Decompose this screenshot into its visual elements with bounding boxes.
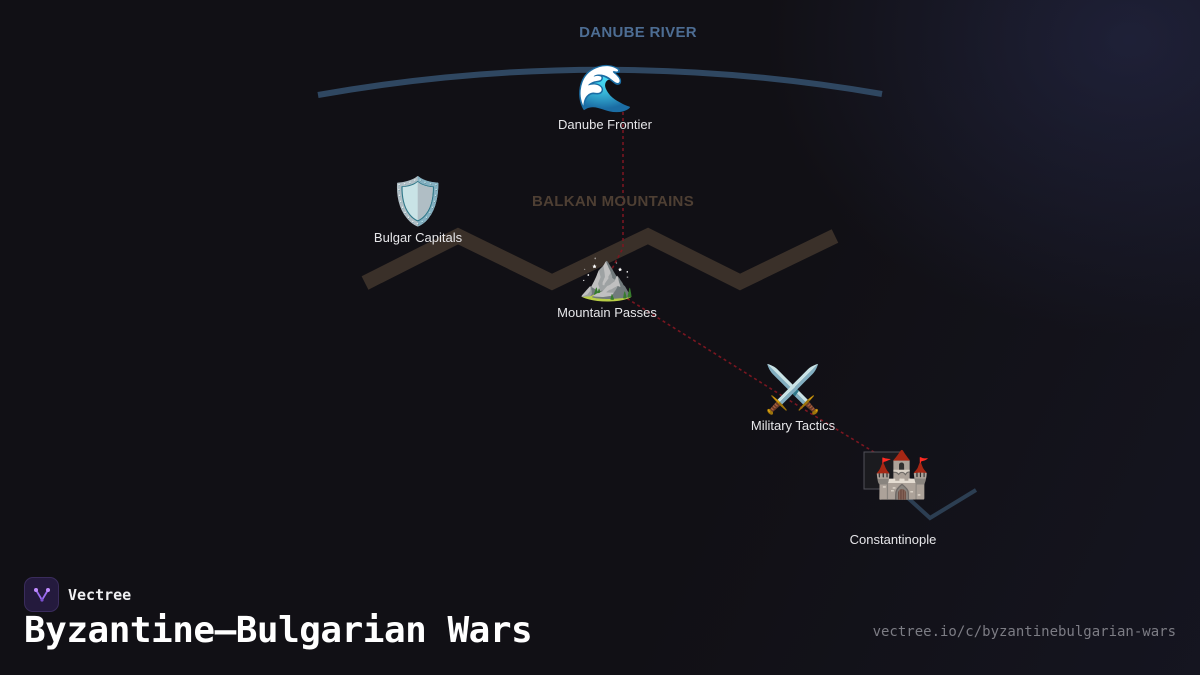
node-constantinople[interactable]: 🏰 Constantinople: [850, 447, 937, 547]
node-bulgar-capitals[interactable]: 🛡️ Bulgar Capitals: [374, 174, 462, 245]
route-line: [602, 112, 901, 469]
brand-name: Vectree: [68, 585, 132, 604]
crossed-swords-icon: ⚔️: [764, 362, 822, 416]
mountain-icon: ⛰️: [578, 249, 636, 303]
node-label: Bulgar Capitals: [373, 230, 463, 245]
node-label: Military Tactics: [750, 418, 836, 433]
city-wall-block: [863, 451, 901, 490]
vectree-logo-icon: [24, 577, 59, 612]
castle-icon: 🏰: [873, 447, 931, 501]
brand[interactable]: Vectree: [24, 577, 131, 612]
balkan-mountain-ridge: [361, 227, 839, 291]
node-label: Constantinople: [849, 532, 937, 547]
danube-river-label: DANUBE RIVER: [579, 24, 697, 41]
balkan-mountains-label: BALKAN MOUNTAINS: [531, 193, 695, 210]
node-label: Danube Frontier: [558, 117, 652, 132]
shield-icon: 🛡️: [389, 174, 447, 228]
node-military-tactics[interactable]: ⚔️ Military Tactics: [751, 362, 835, 433]
city-wall-line: [906, 488, 978, 521]
page-title: Byzantine–Bulgarian Wars: [24, 610, 533, 651]
danube-river-line: [317, 66, 883, 98]
node-danube-frontier[interactable]: 🌊 Danube Frontier: [558, 61, 652, 132]
node-label: Mountain Passes: [557, 305, 657, 320]
node-mountain-passes[interactable]: ⛰️ Mountain Passes: [557, 249, 657, 320]
wave-icon: 🌊: [576, 61, 634, 115]
course-url[interactable]: vectree.io/c/byzantinebulgarian-wars: [872, 624, 1176, 640]
